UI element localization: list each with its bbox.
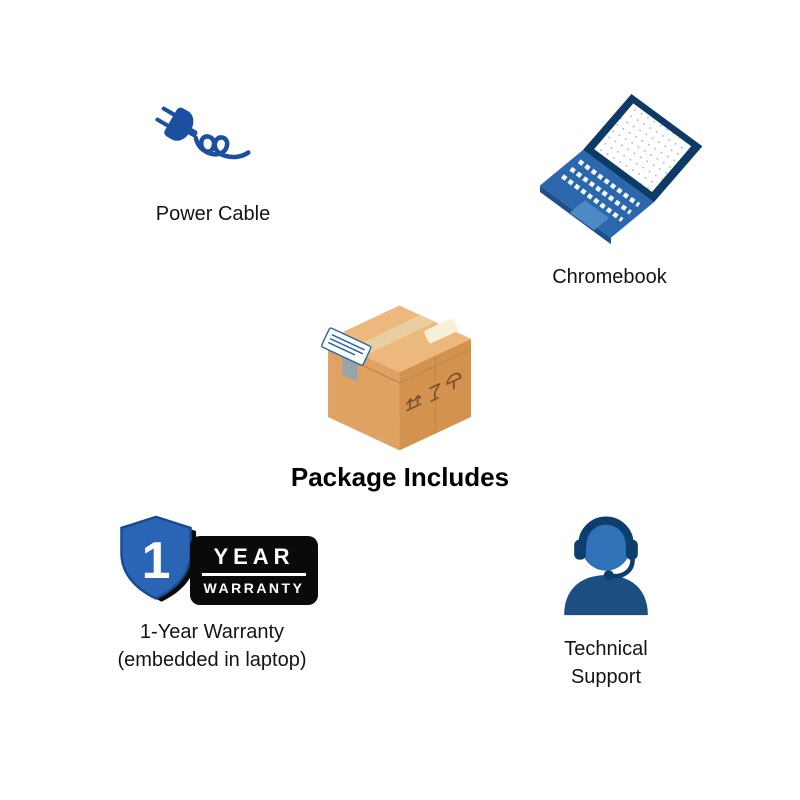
warranty-badge: YEAR WARRANTY	[190, 536, 318, 605]
shield-number: 1	[142, 531, 171, 589]
chromebook-item: Chromebook	[502, 92, 717, 291]
headset-earcup-left	[574, 539, 586, 560]
warranty-label-line1: 1-Year Warranty	[139, 621, 285, 643]
headset-support-icon	[564, 516, 648, 616]
package-box-icon	[321, 305, 472, 451]
package-box-item	[292, 296, 508, 458]
technical-support-item: Technical Support	[536, 506, 676, 691]
headset-earcup-right	[626, 539, 638, 560]
chromebook-icon	[539, 94, 702, 245]
warranty-shield-icon: 1	[120, 515, 197, 602]
support-bust	[564, 575, 648, 616]
technical-support-label: Technical Support	[564, 635, 647, 691]
laptop-keys	[560, 159, 640, 222]
headset-band	[578, 516, 634, 549]
power-cable-item: Power Cable	[128, 100, 298, 228]
shipping-label	[321, 327, 372, 366]
plug-shape	[155, 106, 198, 141]
page-title: Package Includes	[290, 462, 510, 492]
technical-support-label-line1: Technical	[564, 638, 648, 660]
cable-squiggle	[193, 134, 251, 160]
shield-body	[120, 515, 192, 600]
laptop-touchpad	[569, 200, 609, 231]
headset-mic-tip	[603, 570, 614, 581]
chromebook-label: Chromebook	[552, 266, 667, 288]
warranty-label-line2: (embedded in laptop)	[117, 649, 307, 671]
power-cable-label: Power Cable	[155, 203, 271, 225]
warranty-item: 1 YEAR WARRANTY 1-Year Warranty (embedde…	[92, 512, 332, 672]
warranty-badge-warranty: WARRANTY	[203, 580, 305, 596]
power-cable-icon	[155, 106, 251, 160]
support-head	[581, 521, 631, 571]
warranty-badge-rule	[202, 573, 306, 576]
fragile-marks	[406, 372, 462, 412]
warranty-label: 1-Year Warranty (embedded in laptop)	[92, 618, 332, 674]
warranty-badge-year: YEAR	[213, 544, 295, 569]
warranty-shield-wrap: 1	[112, 512, 200, 610]
box-sticker	[424, 318, 458, 344]
laptop-base	[539, 150, 654, 238]
technical-support-label-line2: Support	[570, 666, 642, 688]
